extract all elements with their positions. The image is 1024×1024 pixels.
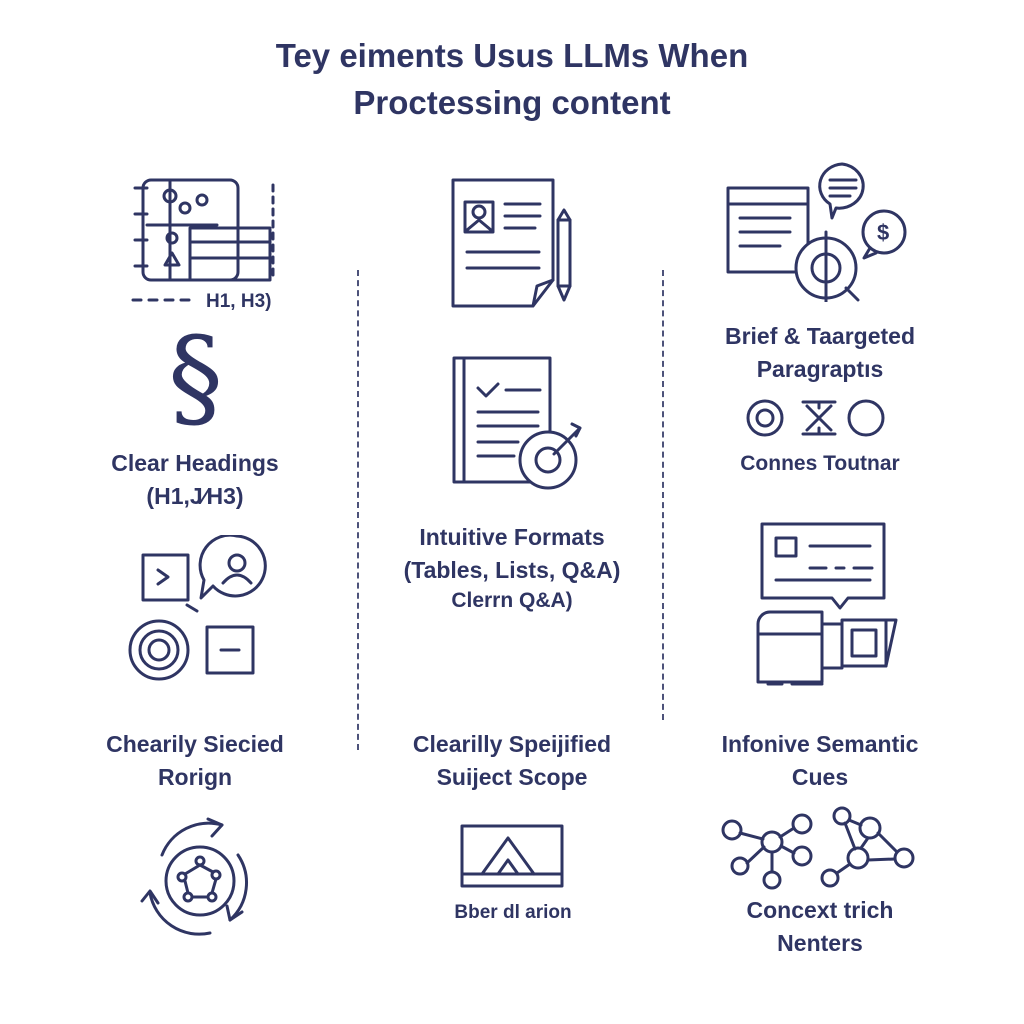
infonive-semantic-label: Infonive Semantic Cues: [680, 728, 960, 793]
resume-pencil-icon: [451, 178, 572, 308]
clearilly-specified-line-1: Clearilly Speĳified: [412, 731, 612, 757]
window-chat-dollar-icon: $: [726, 162, 907, 302]
concext-trich-label: Concext trich Nenters: [680, 894, 960, 959]
document-outline-icon: [131, 178, 275, 302]
infonive-semantic-line-1: Infonive Semantic: [721, 731, 919, 757]
message-card-icon: [756, 522, 898, 686]
circles-row-icon: [746, 399, 885, 437]
checklist-target-icon: [452, 356, 582, 490]
clear-headings-label: Clear Headings (H1,J⁄H3): [60, 447, 330, 512]
chearily-siecied-line-1: Chearily Siecied: [106, 731, 284, 757]
column-divider-left: [357, 270, 359, 750]
infonive-semantic-line-2: Cues: [791, 763, 849, 790]
page-title-line-2: Proctessing content: [353, 84, 671, 121]
network-nodes-icon: [721, 806, 915, 890]
intuitive-formats-line-3: Clerrn Q&A): [451, 589, 573, 613]
intuitive-formats-label: Intuitive Formats (Tables, Lists, Q&A) C…: [372, 521, 652, 616]
column-divider-right: [662, 270, 664, 720]
concext-trich-line-1: Concext trich: [746, 897, 894, 923]
clearilly-specified-line-2: Suiject Scope: [436, 763, 588, 790]
chat-person-icon: [128, 535, 267, 681]
header-tag-label: H1, H3): [206, 291, 272, 312]
image-frame-icon: [460, 824, 564, 888]
svg-text:$: $: [877, 220, 889, 245]
brief-targeted-label: Brief & Taargeted Paragraptıs: [680, 320, 960, 385]
brief-targeted-line-2: Paragraptıs: [756, 355, 884, 382]
chearily-siecied-label: Chearily Siecied Rorign: [60, 728, 330, 793]
chearily-siecied-line-2: Rorign: [157, 763, 233, 790]
bber-dl-arion-label: Bber dl arion: [454, 902, 572, 923]
refresh-network-icon: [140, 817, 248, 936]
clearilly-specified-label: Clearilly Speĳified Suiject Scope: [372, 728, 652, 793]
concext-trich-line-2: Nenters: [777, 929, 863, 956]
page-title-line-1: Tey eiments Usus LLMs When: [275, 37, 749, 74]
section-sign-icon: §: [168, 313, 223, 441]
clear-headings-line-1: Clear Headings: [111, 450, 279, 476]
connes-toutnar-label: Connes Toutnar: [740, 452, 900, 475]
intuitive-formats-line-2: (Tables, Lists, Q&A): [403, 556, 621, 583]
brief-targeted-line-1: Brief & Taargeted: [724, 323, 915, 349]
clear-headings-line-2: (H1,J⁄H3): [146, 482, 244, 509]
intuitive-formats-line-1: Intuitive Formats: [419, 524, 605, 550]
